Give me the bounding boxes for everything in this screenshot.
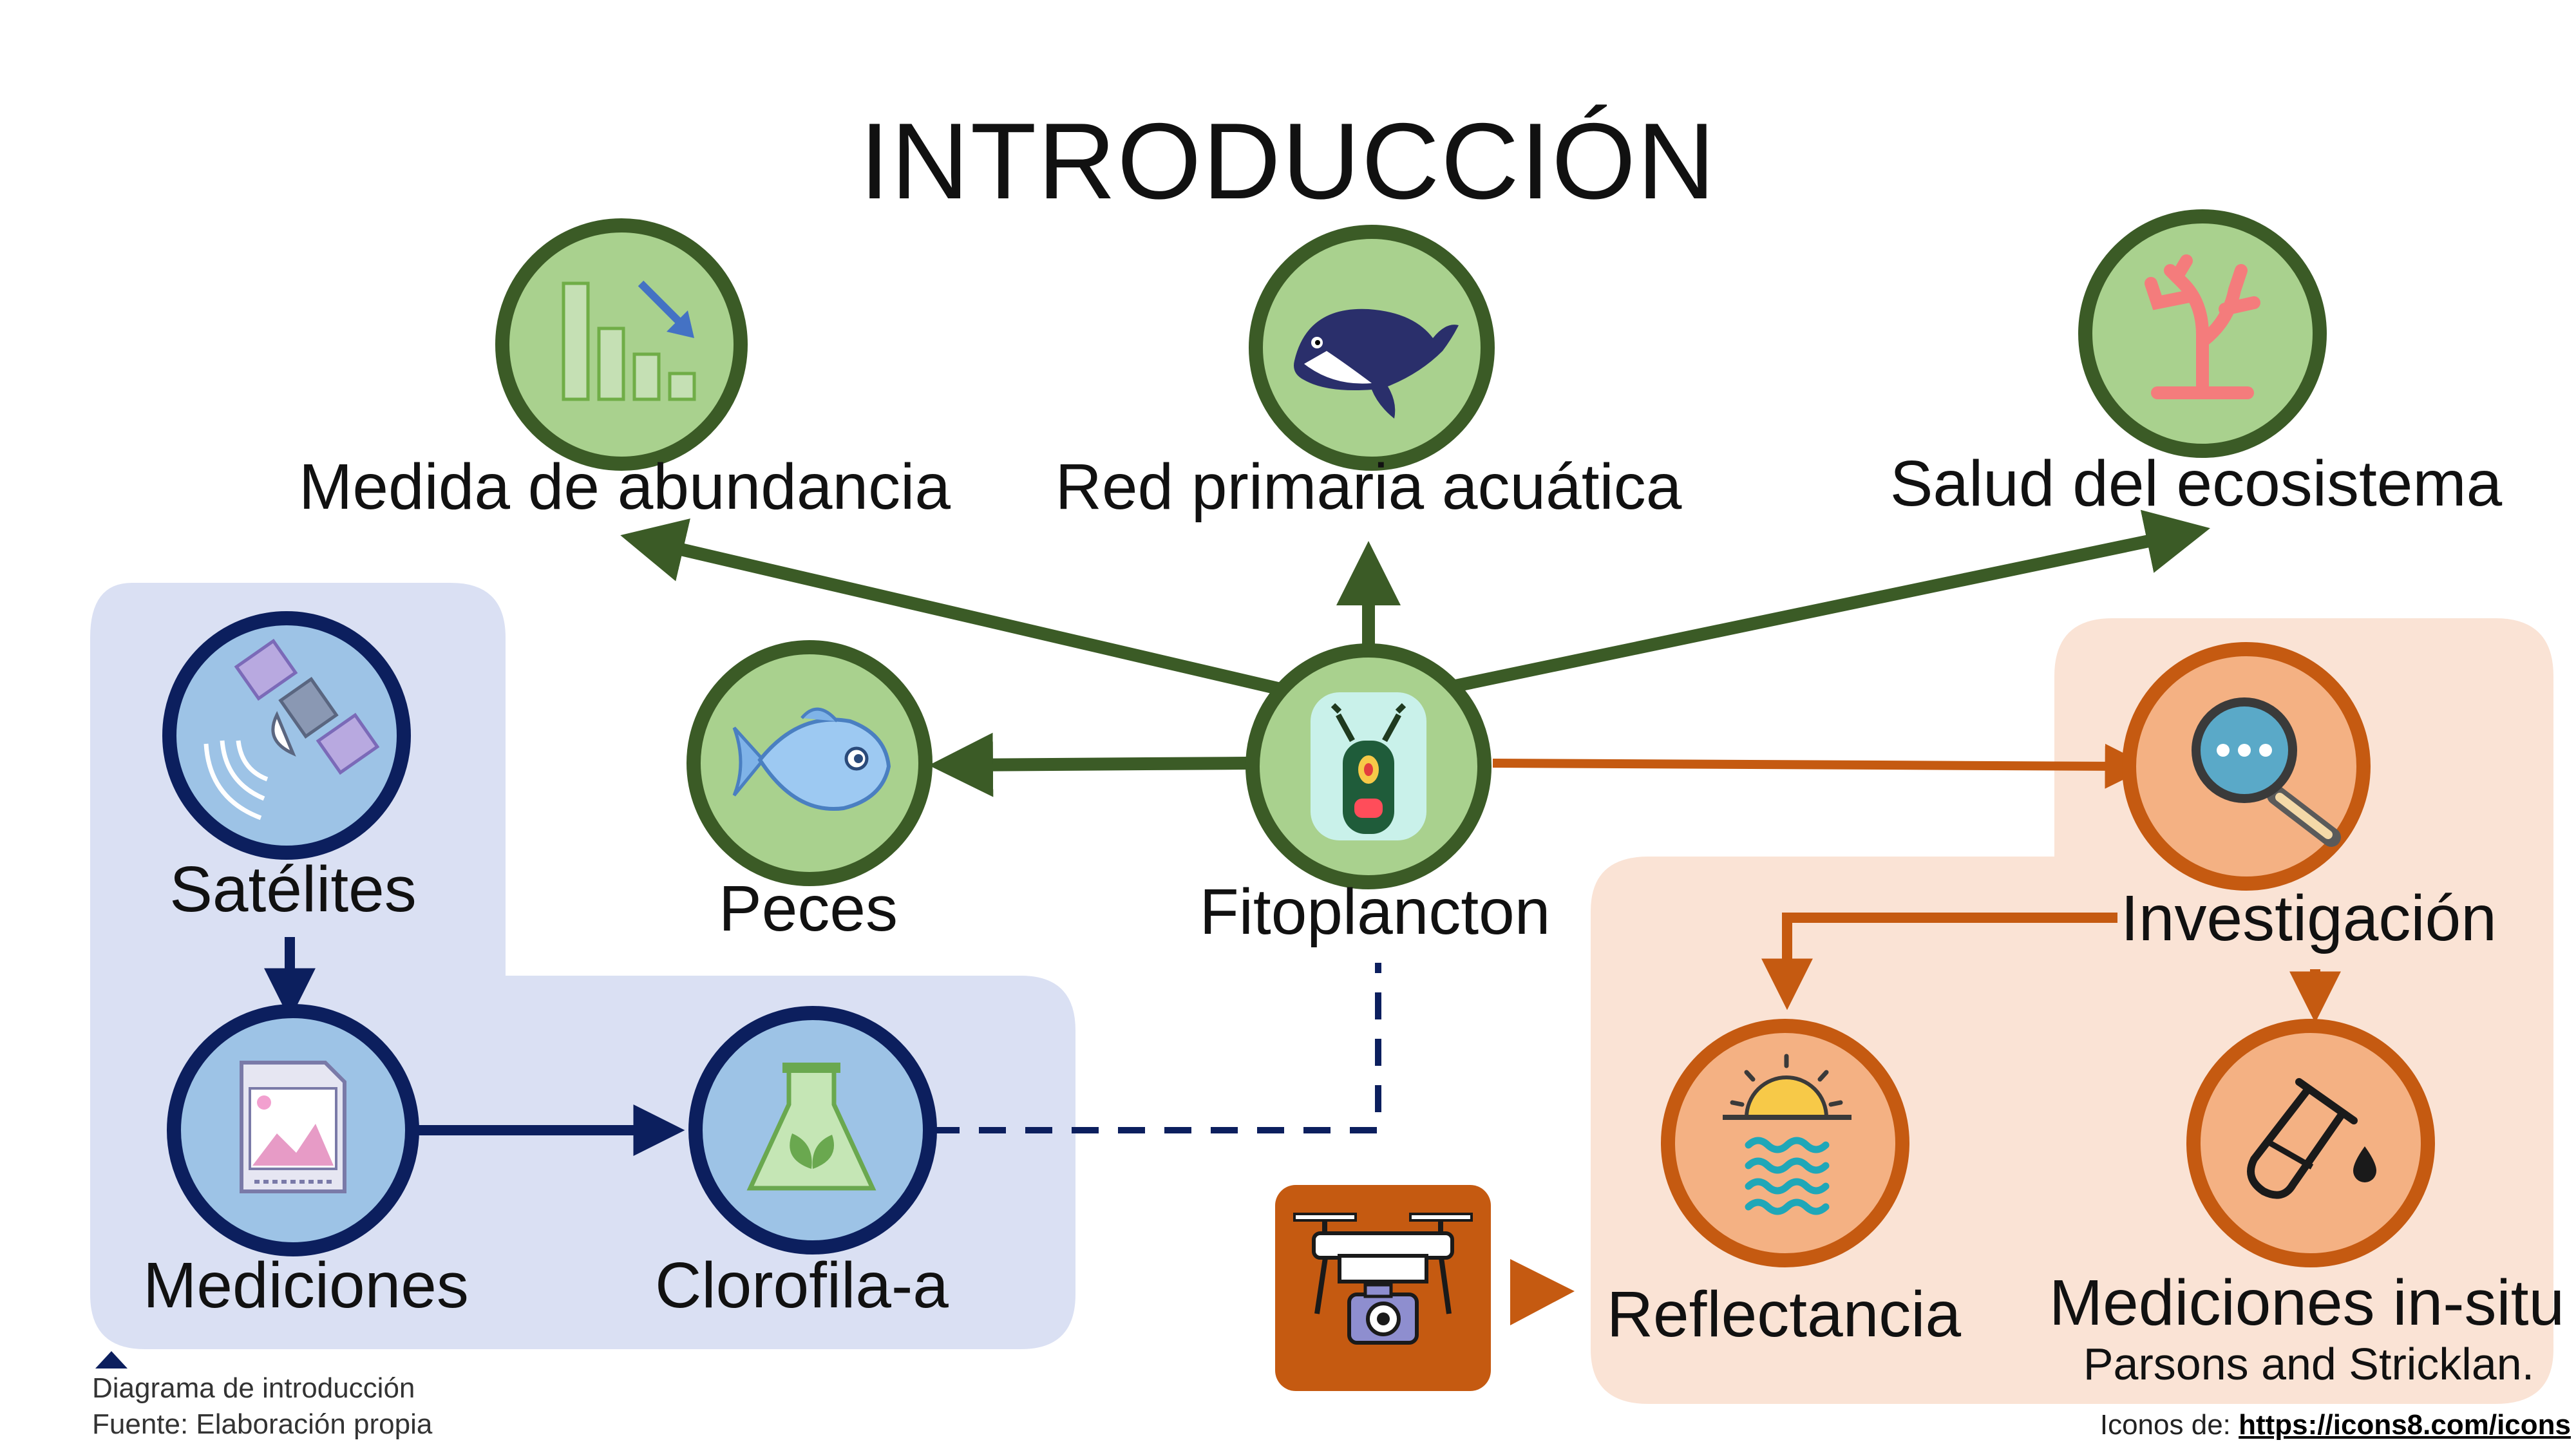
insitu-sublabel: Parsons and Stricklan. xyxy=(2083,1339,2534,1389)
red-primaria-label: Red primaria acuática xyxy=(1056,451,1682,523)
flask-leaf-icon xyxy=(746,1063,876,1191)
caption-line-1: Diagrama de introducción xyxy=(92,1372,415,1404)
node-fitoplancton: Fitoplancton xyxy=(1200,643,1551,948)
node-insitu: Mediciones in-situ Parsons and Stricklan… xyxy=(2049,1019,2564,1389)
node-clorofila: Clorofila-a xyxy=(655,1006,949,1321)
fitoplancton-label: Fitoplancton xyxy=(1200,876,1551,948)
bar-chart-decreasing-icon xyxy=(562,280,696,401)
satellite-icon xyxy=(204,638,380,820)
satelites-label: Satélites xyxy=(169,853,417,925)
drone-camera-icon xyxy=(1293,1213,1473,1345)
fish-icon xyxy=(732,707,891,811)
arrow-to-investigacion xyxy=(1492,743,2150,789)
node-abundancia: Medida de abundancia xyxy=(299,218,951,523)
coral-icon xyxy=(2145,254,2260,399)
node-red-primaria: Red primaria acuática xyxy=(1056,225,1682,523)
node-salud: Salud del ecosistema xyxy=(1890,209,2503,520)
salud-label: Salud del ecosistema xyxy=(1890,448,2503,520)
caption-marker-icon xyxy=(95,1351,128,1368)
plankton-icon xyxy=(1311,692,1426,840)
figure-caption: Diagrama de introducción Fuente: Elabora… xyxy=(92,1370,432,1443)
node-investigacion: Investigación xyxy=(2121,642,2497,954)
reflectancia-label: Reflectancia xyxy=(1607,1278,1962,1350)
arrow-to-salud xyxy=(1454,509,2210,692)
credits-link[interactable]: https://icons8.com/icons xyxy=(2239,1409,2571,1441)
investigacion-label: Investigación xyxy=(2121,882,2497,954)
image-file-icon xyxy=(240,1061,346,1193)
magnifier-icon xyxy=(2192,697,2341,847)
insitu-label: Mediciones in-situ xyxy=(2049,1267,2564,1339)
mediciones-label: Mediciones xyxy=(143,1249,469,1321)
drone-node xyxy=(1275,1185,1491,1391)
drone-to-reflectancia-arrow xyxy=(1510,1259,1575,1325)
clorofila-label: Clorofila-a xyxy=(655,1249,949,1321)
node-reflectancia: Reflectancia xyxy=(1607,1019,1962,1350)
sun-water-icon xyxy=(1723,1054,1852,1215)
arrow-to-reflectancia xyxy=(1761,913,2117,1010)
page-title: INTRODUCCIÓN xyxy=(859,100,1717,222)
peces-label: Peces xyxy=(719,873,898,945)
whale-icon xyxy=(1294,308,1459,419)
node-satelites: Satélites xyxy=(162,611,417,925)
node-peces: Peces xyxy=(687,640,933,945)
abundancia-label: Medida de abundancia xyxy=(299,451,951,523)
dashed-link-clorofila-fitoplancton xyxy=(933,963,1381,1133)
node-mediciones: Mediciones xyxy=(143,1004,469,1321)
test-tube-icon xyxy=(2247,1078,2376,1199)
arrow-to-peces xyxy=(929,732,1247,797)
arrow-to-abundancia xyxy=(620,518,1296,699)
icon-credits: Iconos de: https://icons8.com/icons xyxy=(2100,1407,2571,1443)
credits-prefix: Iconos de: xyxy=(2099,1409,2239,1441)
caption-line-2: Fuente: Elaboración propia xyxy=(92,1408,433,1440)
